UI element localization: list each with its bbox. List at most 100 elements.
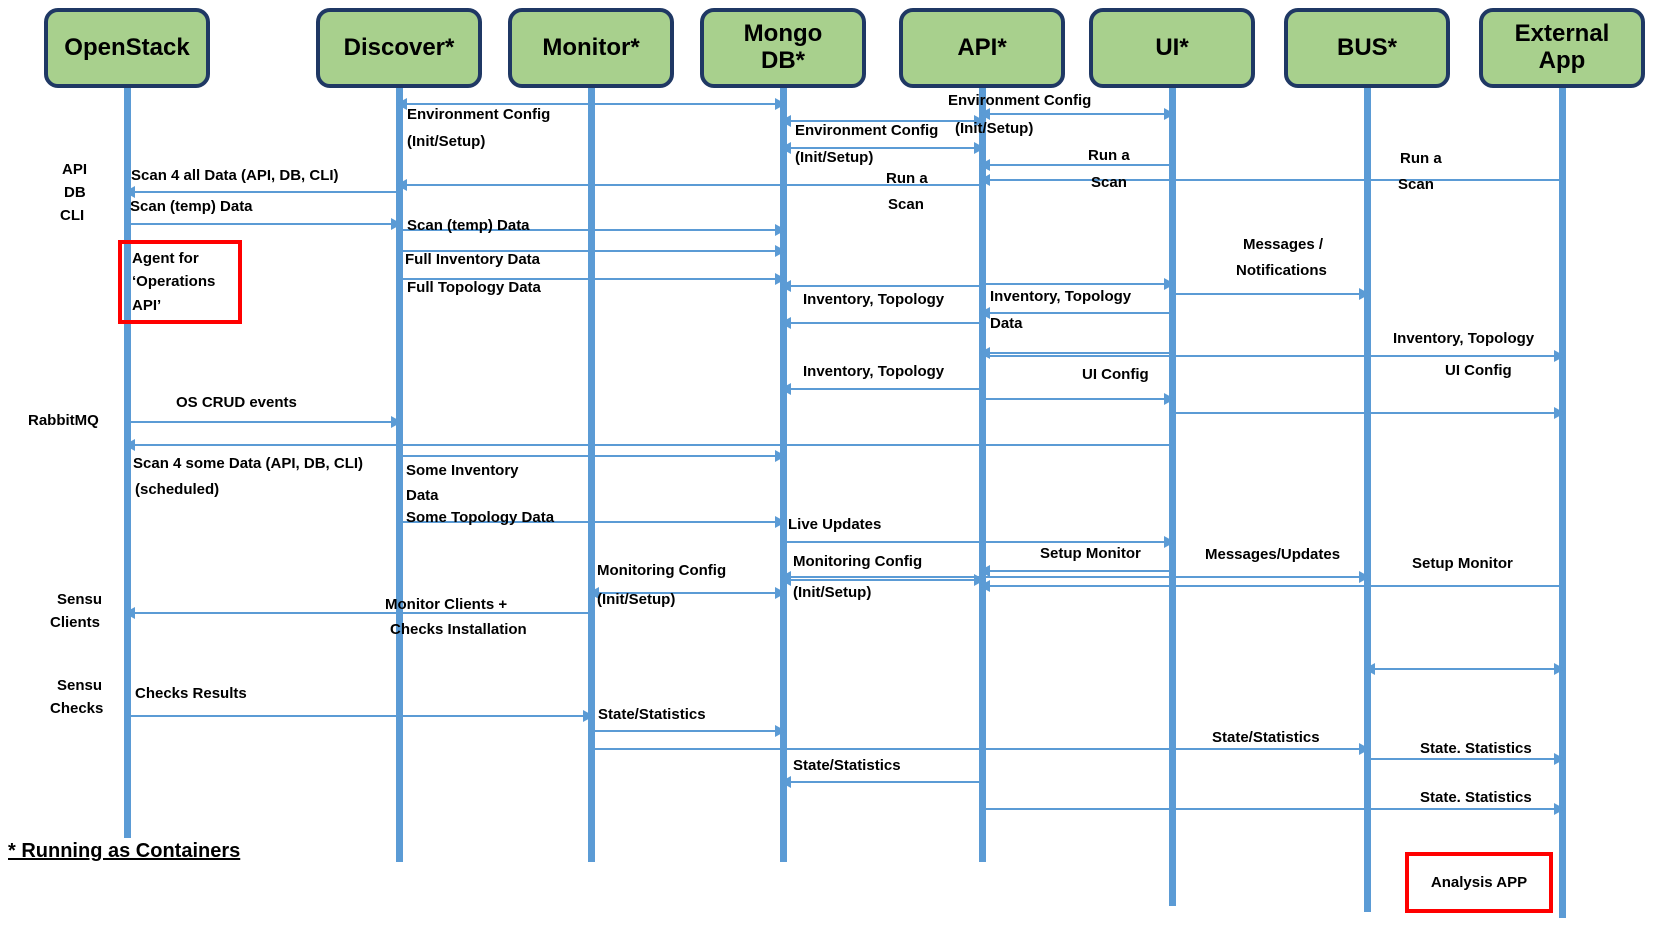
arrowhead-icon — [974, 142, 985, 154]
arrow-uiconfig-api-ui — [982, 393, 1175, 405]
arrowhead-icon — [124, 439, 135, 451]
message-label: Messages/Updates — [1205, 546, 1341, 563]
arrow-run-scan-external-api — [979, 174, 1562, 186]
arrow-messages-bus-external — [1364, 663, 1565, 675]
message-label: Environment Config — [795, 122, 939, 139]
arrowhead-icon — [1554, 663, 1565, 675]
message-label: Messages / — [1243, 236, 1324, 253]
arrowhead-icon — [979, 307, 990, 319]
message-label: Monitor Clients + — [385, 596, 508, 613]
message-label: Live Updates — [788, 516, 882, 533]
message-label: Checks — [50, 700, 104, 717]
arrow-scantemp-discover-mongodb — [399, 224, 786, 236]
arrow-monconfig-mongodb-api — [780, 574, 985, 586]
message-label: (Init/Setup) — [597, 591, 676, 608]
actor-monitor: Monitor* — [508, 8, 674, 88]
arrowhead-icon — [780, 280, 791, 292]
message-label: Notifications — [1236, 262, 1327, 279]
lifeline-external — [1559, 88, 1566, 918]
arrowhead-icon — [979, 347, 990, 359]
arrowhead-icon — [979, 174, 990, 186]
arrowhead-icon — [780, 115, 791, 127]
message-label: Sensu — [57, 591, 103, 608]
lifeline-bus — [1364, 88, 1371, 912]
message-label: (Init/Setup) — [407, 133, 486, 150]
message-label: Checks Installation — [390, 621, 527, 638]
arrowhead-icon — [396, 179, 407, 191]
message-label: Scan — [1091, 174, 1127, 191]
arrow-env-config-mongodb-api-1 — [780, 115, 985, 127]
message-label: Environment Config — [948, 92, 1092, 109]
analysis-app-box: Analysis APP — [1405, 852, 1553, 913]
message-label: Scan — [1398, 176, 1434, 193]
arrowhead-icon — [775, 98, 786, 110]
message-label: (Init/Setup) — [793, 584, 872, 601]
arrowhead-icon — [1359, 571, 1370, 583]
arrow-liveupdates-mongodb-ui — [783, 536, 1175, 548]
lifeline-api — [979, 88, 986, 862]
message-label: Checks Results — [135, 685, 247, 702]
arrowhead-icon — [775, 245, 786, 257]
arrowhead-icon — [780, 317, 791, 329]
arrowhead-icon — [780, 574, 791, 586]
arrow-env-config-api-ui — [979, 108, 1175, 120]
actor-mongodb: Mongo DB* — [700, 8, 866, 88]
arrowhead-icon — [124, 607, 135, 619]
message-label: (scheduled) — [135, 481, 220, 498]
arrowhead-icon — [1364, 663, 1375, 675]
arrowhead-icon — [974, 574, 985, 586]
message-label: Scan (temp) Data — [407, 217, 530, 234]
arrow-uiconfig-ui-external — [1172, 407, 1565, 419]
arrowhead-icon — [775, 450, 786, 462]
message-label: State. Statistics — [1420, 789, 1532, 806]
arrow-scan4all-discover-openstack — [124, 186, 399, 198]
arrow-invtopo-api-mongodb-3 — [780, 383, 982, 395]
arrow-env-config-mongodb-api-2 — [780, 142, 985, 154]
arrowhead-icon — [979, 159, 990, 171]
message-label: Clients — [50, 614, 101, 631]
arrowhead-icon — [775, 587, 786, 599]
message-label: Data — [990, 315, 1023, 332]
arrowhead-icon — [979, 108, 990, 120]
arrow-invtopo-api-ui — [982, 278, 1175, 290]
arrowhead-icon — [1164, 393, 1175, 405]
message-label: Inventory, Topology — [1393, 330, 1535, 347]
actor-openstack: OpenStack — [44, 8, 210, 88]
message-label: (Init/Setup) — [795, 149, 874, 166]
lifeline-monitor — [588, 88, 595, 862]
message-label: API — [62, 161, 88, 178]
arrowhead-icon — [979, 580, 990, 592]
arrow-run-scan-ui-api — [979, 159, 1172, 171]
arrowhead-icon — [775, 725, 786, 737]
message-label: (Init/Setup) — [955, 120, 1034, 137]
message-label: Monitoring Config — [597, 562, 727, 579]
arrow-statestat-monitor-mongodb — [591, 725, 786, 737]
message-label: Inventory, Topology — [803, 291, 945, 308]
arrowhead-icon — [1164, 278, 1175, 290]
message-label: Sensu — [57, 677, 103, 694]
lifeline-discover — [396, 88, 403, 862]
actor-api: API* — [899, 8, 1065, 88]
arrow-monclients-monitor-openstack — [124, 607, 591, 619]
arrow-statestat-api-external — [982, 803, 1565, 815]
arrowhead-icon — [775, 516, 786, 528]
actor-bus: BUS* — [1284, 8, 1450, 88]
arrow-run-scan-api-discover — [396, 179, 982, 191]
arrow-env-config-discover-mongodb — [396, 98, 786, 110]
message-label: Scan (temp) Data — [130, 198, 253, 215]
arrow-invtopodata-ui-api-2 — [979, 347, 1172, 359]
message-label: DB — [64, 184, 86, 201]
arrow-statestat-monitor-bus — [591, 743, 1370, 755]
message-label: Setup Monitor — [1040, 545, 1141, 562]
message-label: Scan — [888, 196, 924, 213]
arrow-messagesupdates-mongodb-bus — [780, 571, 1370, 583]
message-label: CLI — [60, 207, 85, 224]
arrowhead-icon — [780, 142, 791, 154]
message-label: Full Inventory Data — [405, 251, 541, 268]
arrowhead-icon — [124, 186, 135, 198]
arrow-fullinv-discover-mongodb — [399, 245, 786, 257]
message-label: Monitoring Config — [793, 553, 923, 570]
arrowhead-icon — [1359, 288, 1370, 300]
arrow-scantemp-openstack-discover — [127, 218, 402, 230]
